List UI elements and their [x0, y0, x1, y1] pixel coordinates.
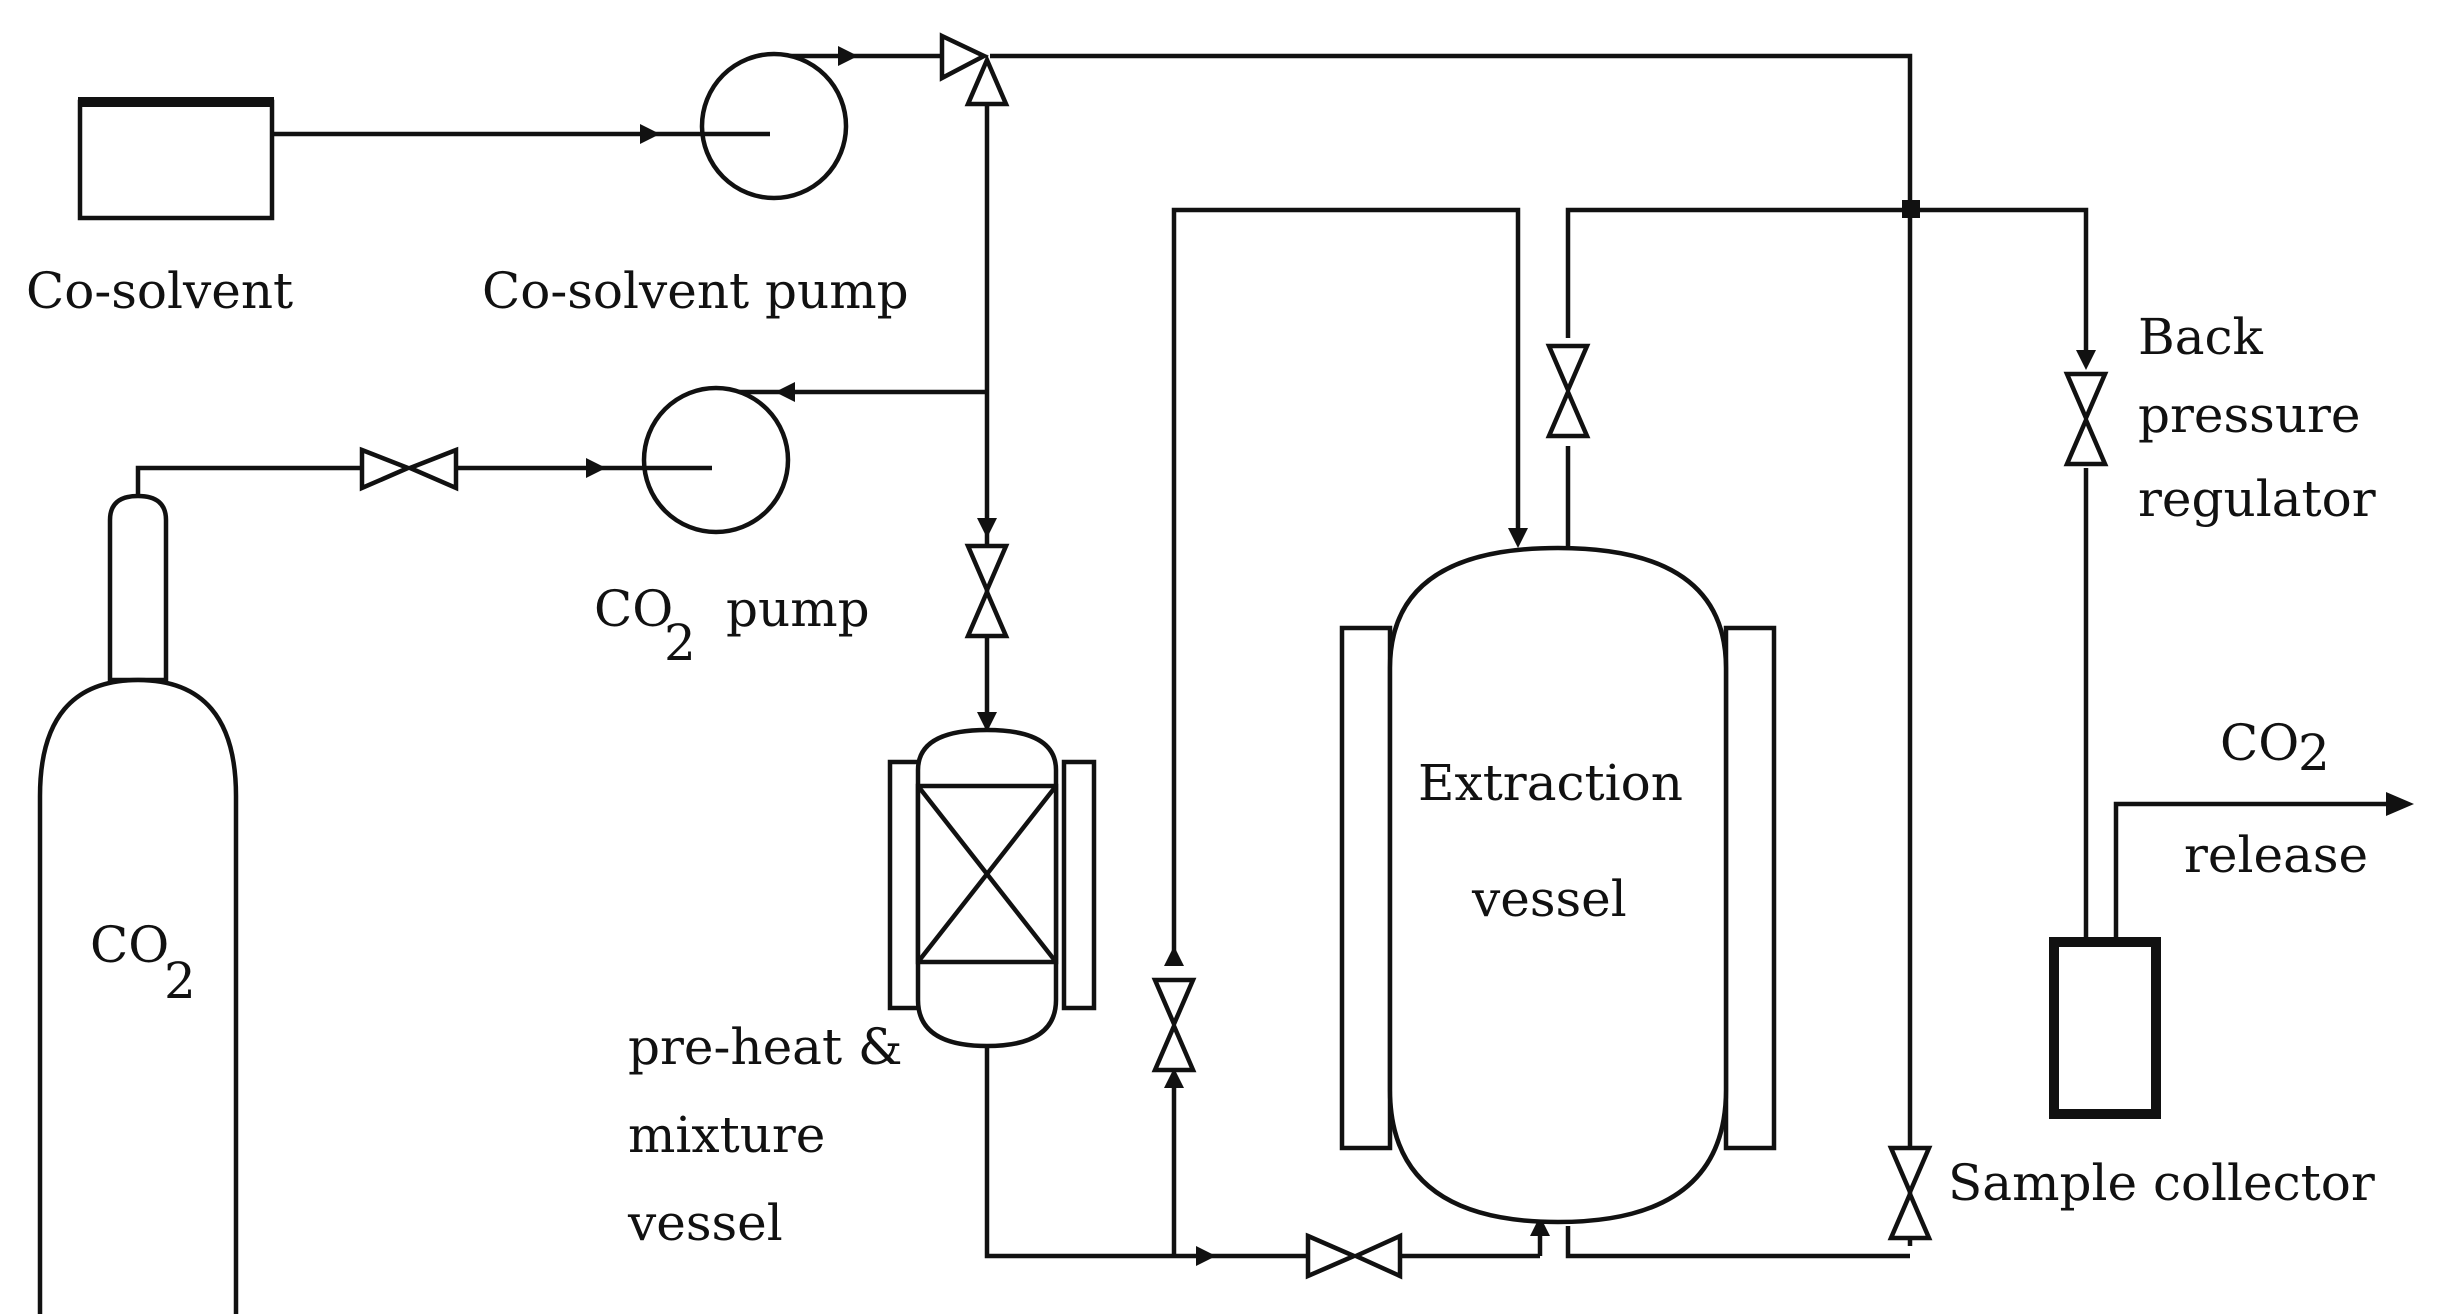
label-back-pressure-line3: regulator	[2138, 470, 2376, 528]
label-back-pressure-line2: pressure	[2138, 386, 2361, 444]
three-way-valve-icon	[939, 32, 1010, 107]
label-co2-pump-subscript: 2	[664, 614, 696, 672]
label-co-solvent: Co-solvent	[26, 262, 293, 320]
label-extraction-line1: Extraction	[1418, 754, 1683, 812]
co2-cylinder	[37, 493, 239, 1314]
arrow-bypass-up-upper	[1164, 946, 1184, 966]
preheat-mixture-vessel	[887, 727, 1097, 1049]
label-co2-release-line2: release	[2184, 826, 2368, 884]
arrow-down-to-preheat	[977, 712, 997, 732]
co-solvent-pump-icon	[699, 51, 849, 201]
pipe-junction-dot	[1902, 200, 1920, 218]
label-co2-pump-suffix: pump	[726, 580, 870, 638]
arrow-co2-release	[2386, 792, 2414, 816]
label-co2-cylinder-subscript: 2	[164, 952, 196, 1010]
sample-collector-container	[2049, 937, 2161, 1119]
arrow-into-extraction-top	[1508, 528, 1528, 548]
arrow-into-extraction-bottom	[1530, 1216, 1550, 1236]
arrow-up-bypass	[1164, 1068, 1184, 1088]
pipe-bypass-upper	[1171, 207, 1521, 960]
sample-collector-valve-icon	[1887, 1145, 1933, 1241]
co-solvent-tank	[77, 97, 275, 221]
bypass-valve-icon	[1151, 977, 1197, 1073]
pipes	[135, 53, 2396, 1259]
extraction-outlet-valve-icon	[1545, 343, 1591, 439]
back-pressure-regulator-icon	[2063, 371, 2109, 467]
extraction-inlet-valve-icon	[1305, 1232, 1403, 1280]
label-preheat-line2: mixture	[628, 1106, 825, 1164]
label-preheat-line1: pre-heat &	[628, 1018, 903, 1076]
pipe-top-main	[990, 53, 1913, 1246]
label-back-pressure-line1: Back	[2138, 308, 2264, 366]
label-co-solvent-pump: Co-solvent pump	[482, 262, 909, 320]
pipe-cylinder-to-valve	[135, 465, 362, 498]
arrow-into-co2-pump	[586, 458, 606, 478]
arrow-bottom-right	[1196, 1246, 1216, 1266]
co2-pump-icon	[641, 385, 791, 535]
arrow-down-to-bpr	[2076, 350, 2096, 370]
label-extraction-line2: vessel	[1471, 870, 1627, 928]
co2-line-valve-icon	[359, 446, 459, 492]
pipe-co2-release	[2113, 801, 2396, 940]
label-co2-pump: CO	[594, 580, 673, 638]
label-co2-release: CO	[2220, 714, 2299, 772]
label-preheat-line3: vessel	[627, 1194, 783, 1252]
pipe-extraction-bottom-right	[1565, 1226, 1910, 1259]
arrow-down-to-valve	[977, 518, 997, 538]
pipe-extraction-outlet-upper	[1565, 207, 2089, 362]
label-co2-release-subscript: 2	[2298, 724, 2330, 782]
preheat-inlet-valve-icon	[964, 543, 1010, 639]
label-co2-cylinder: CO	[90, 916, 169, 974]
label-sample-collector: Sample collector	[1948, 1154, 2375, 1212]
arrow-cosolvent-top	[838, 46, 858, 66]
extraction-vessel	[1339, 545, 1777, 1225]
arrow-into-cosolvent-pump	[640, 124, 660, 144]
pipe-preheat-bottom	[984, 1046, 1308, 1259]
arrow-co2-pump-out	[775, 382, 795, 402]
